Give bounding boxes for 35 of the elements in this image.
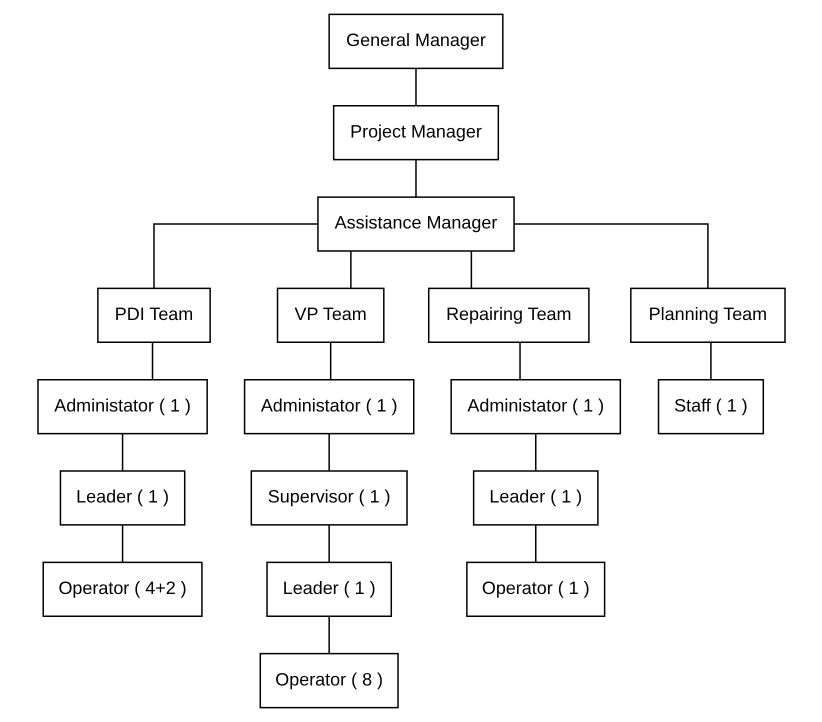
connector	[328, 525, 330, 562]
connector	[518, 342, 520, 380]
connector	[121, 525, 123, 562]
connector	[534, 525, 536, 562]
node-box: Administator ( 1 )	[450, 378, 621, 434]
node-box: Supervisor ( 1 )	[250, 470, 408, 526]
node-box: Planning Team	[630, 288, 786, 344]
connector	[152, 223, 318, 288]
node-box: Administator ( 1 )	[36, 378, 208, 434]
connector	[514, 223, 708, 288]
connector	[710, 342, 712, 380]
connector	[350, 251, 352, 288]
connector	[470, 251, 472, 288]
node-box: Administator ( 1 )	[243, 378, 414, 434]
connector	[328, 616, 330, 654]
connector	[414, 68, 416, 106]
node-box: VP Team	[276, 288, 384, 344]
connector	[328, 434, 330, 471]
connector	[121, 434, 123, 471]
connector	[534, 434, 536, 471]
connector	[329, 342, 331, 380]
node-box: Operator ( 4+2 )	[42, 562, 202, 617]
node-box: Repairing Team	[427, 288, 590, 344]
node-box: Staff ( 1 )	[657, 378, 764, 434]
node-box: General Manager	[328, 14, 504, 70]
node-box: Operator ( 8 )	[259, 652, 398, 708]
node-box: Leader ( 1 )	[472, 470, 598, 526]
node-box: Project Manager	[332, 105, 499, 160]
node-box: PDI Team	[96, 288, 210, 344]
connector	[414, 160, 416, 197]
connector	[151, 342, 153, 380]
node-box: Assistance Manager	[316, 196, 514, 252]
node-box: Operator ( 1 )	[466, 562, 605, 617]
node-box: Leader ( 1 )	[59, 470, 185, 526]
node-box: Leader ( 1 )	[266, 562, 392, 617]
